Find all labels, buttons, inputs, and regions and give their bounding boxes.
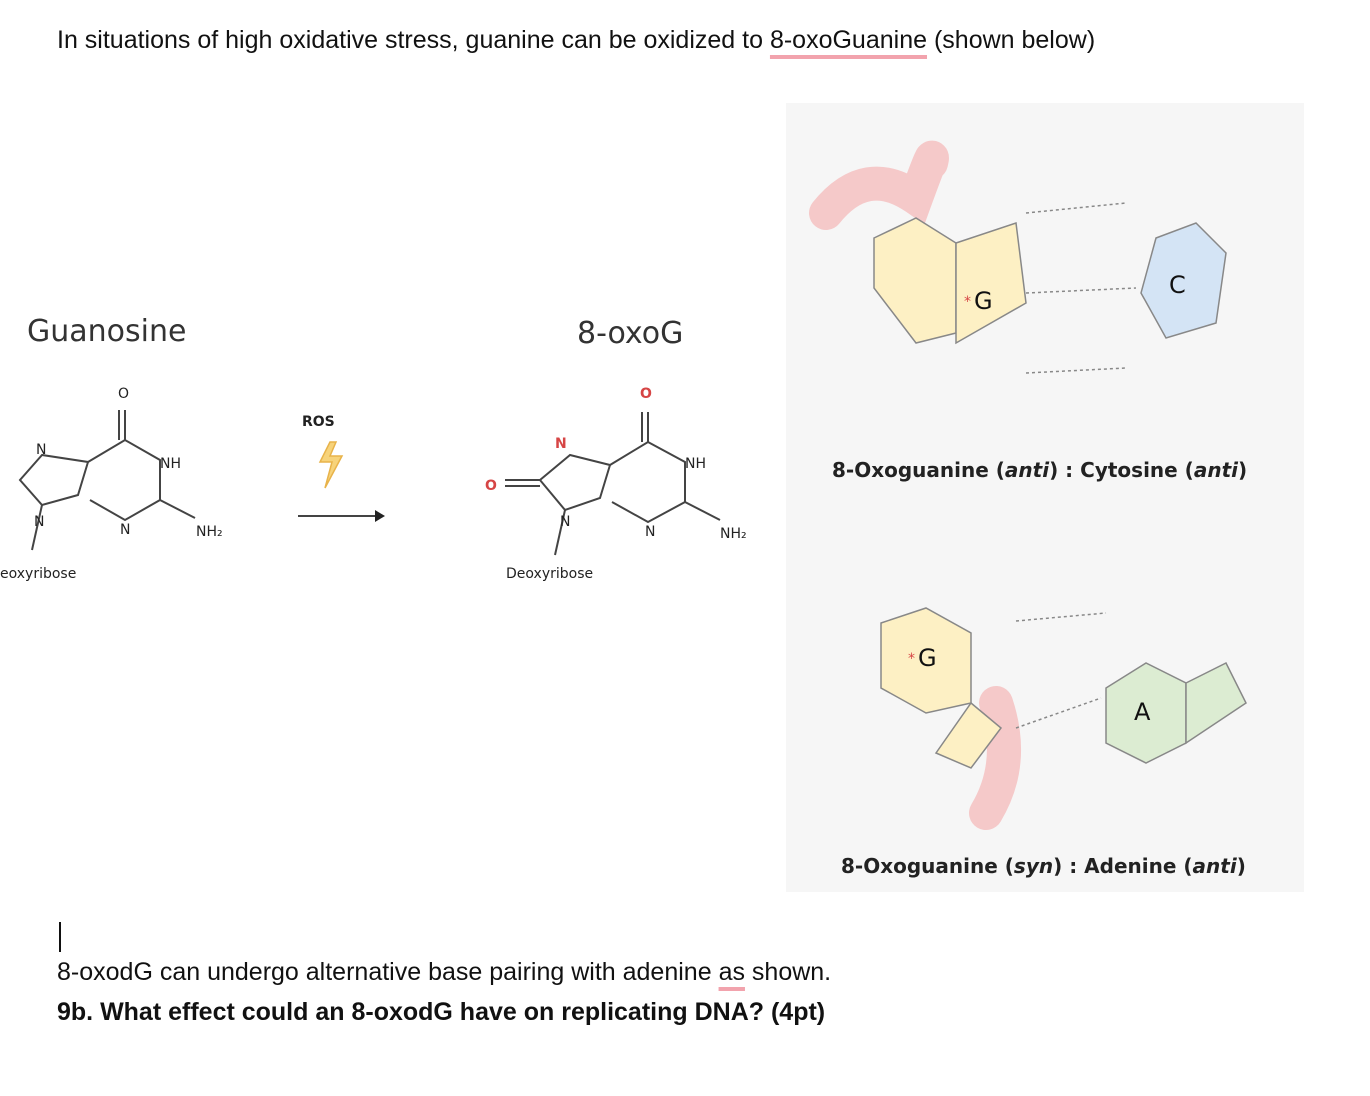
- atom-label: O: [118, 386, 129, 402]
- intro-highlight: 8-oxoGuanine: [769, 26, 928, 54]
- star-mark: *: [908, 651, 915, 667]
- question-9b: 9b. What effect could an 8-oxodG have on…: [57, 998, 826, 1026]
- base-pairs-diagram: * G C * G A: [809, 140, 1247, 830]
- base-g-top: G: [974, 287, 993, 315]
- caption-part: 8-Oxoguanine (: [832, 458, 1005, 482]
- atom-label: N: [555, 436, 567, 452]
- atom-label: N: [36, 442, 46, 458]
- caption-part: ) : Adenine (: [1053, 854, 1193, 878]
- text-cursor: [59, 922, 61, 952]
- atom-label: N: [34, 514, 44, 530]
- question-highlight: as: [718, 958, 745, 986]
- base-pairing-panel: * G C * G A 8-Oxoguanine (anti) : Cytosi…: [786, 103, 1304, 892]
- caption-italic: anti: [1004, 458, 1050, 482]
- base-a: A: [1134, 698, 1151, 726]
- sugar-label: Deoxyribose: [506, 566, 593, 582]
- caption-syn-adenine: 8-Oxoguanine (syn) : Adenine (anti): [841, 854, 1246, 878]
- atom-label: NH: [685, 456, 706, 472]
- reaction-diagram: O N N NH N NH₂ ROS O N O N NH N NH₂ eoxy…: [0, 386, 747, 582]
- atom-label: NH: [160, 456, 181, 472]
- atom-label: NH₂: [196, 524, 223, 540]
- oxog-title: 8-oxoG: [577, 316, 684, 351]
- caption-italic: anti: [1193, 458, 1238, 482]
- sugar-label: eoxyribose: [0, 566, 76, 582]
- intro-suffix: (shown below): [927, 26, 1096, 54]
- guanosine-title: Guanosine: [27, 314, 187, 349]
- caption-part: 8-Oxoguanine (: [841, 854, 1014, 878]
- caption-italic: anti: [1192, 854, 1237, 878]
- caption-anti-cytosine: 8-Oxoguanine (anti) : Cytosine (anti): [832, 458, 1247, 482]
- question-context: 8-oxodG can undergo alternative base pai…: [57, 958, 831, 987]
- question-text: shown.: [744, 958, 832, 986]
- base-c: C: [1169, 271, 1186, 299]
- atom-label: N: [560, 514, 570, 530]
- lightning-icon: [318, 441, 344, 489]
- atom-label: O: [485, 478, 497, 494]
- caption-italic: syn: [1013, 854, 1054, 878]
- intro-text: In situations of high oxidative stress, …: [57, 26, 1095, 55]
- atom-label: O: [640, 386, 652, 402]
- caption-part: ): [1237, 458, 1248, 482]
- atom-label: N: [120, 522, 130, 538]
- question-text: 8-oxodG can undergo alternative base pai…: [57, 958, 719, 986]
- caption-part: ) : Cytosine (: [1049, 458, 1194, 482]
- atom-label: NH₂: [720, 526, 747, 542]
- base-g-bottom: G: [918, 644, 937, 672]
- intro-prefix: In situations of high oxidative stress, …: [57, 26, 770, 54]
- star-mark: *: [964, 294, 971, 310]
- ros-label: ROS: [302, 414, 335, 430]
- caption-part: ): [1236, 854, 1246, 878]
- atom-label: N: [645, 524, 655, 540]
